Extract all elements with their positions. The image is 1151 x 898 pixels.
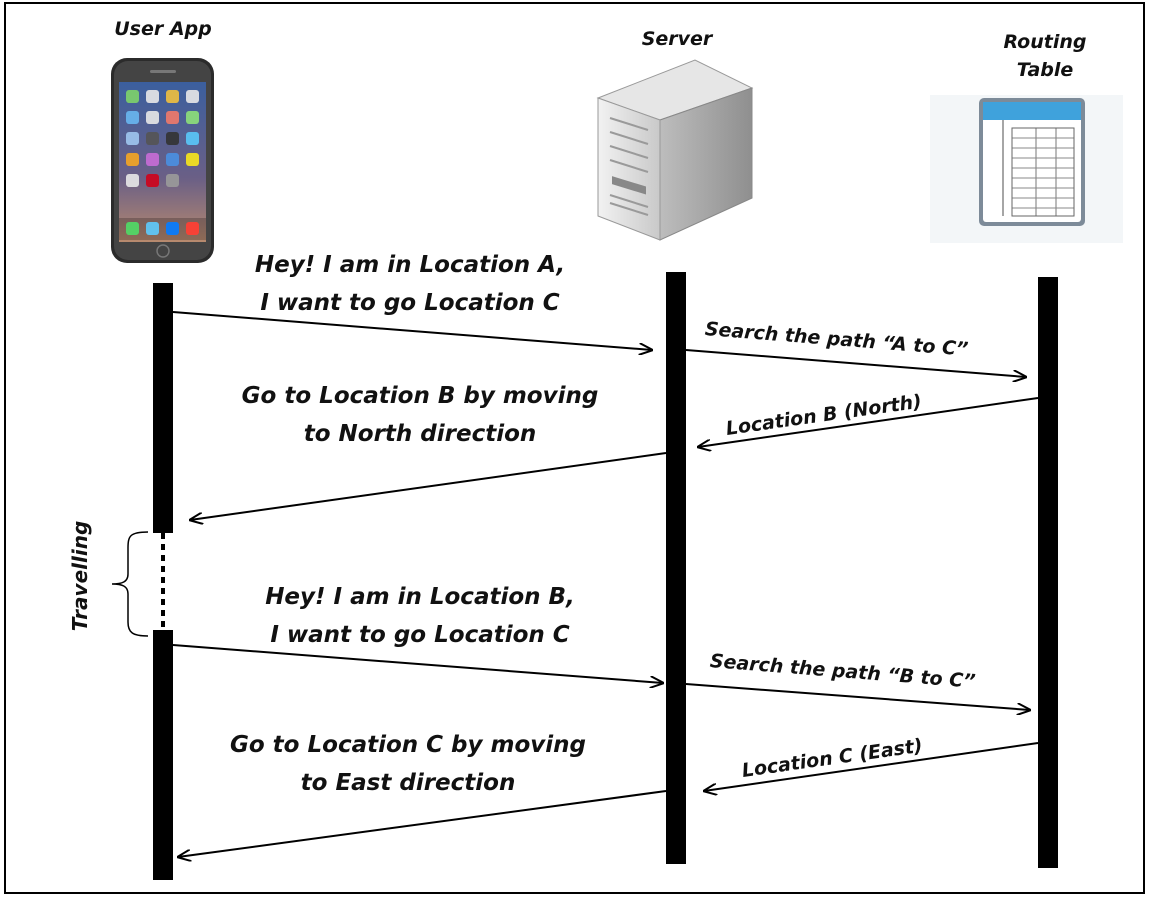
message-request-1-line2: I want to go Location C: [260, 290, 560, 316]
travelling-label: Travelling: [68, 520, 92, 632]
server-icon: [596, 59, 754, 241]
arrow-reply-table-2: [704, 742, 1039, 791]
travelling-brace: [111, 531, 149, 637]
message-request-2-line1: Hey! I am in Location B,: [265, 584, 575, 610]
arrow-request-2: [172, 644, 663, 683]
table-icon: [930, 95, 1123, 243]
routing-label-line1: Routing: [1003, 31, 1087, 53]
lifeline-server: [666, 272, 686, 864]
arrow-reply-user-2: [178, 790, 667, 857]
message-reply-user-1: Go to Location B by moving to North dire…: [210, 377, 630, 453]
lifeline-user-app-2: [153, 630, 173, 880]
arrow-search-2: [685, 683, 1030, 710]
arrow-request-1: [172, 311, 652, 350]
arrow-reply-table-1: [698, 397, 1039, 447]
message-request-2: Hey! I am in Location B, I want to go Lo…: [210, 578, 630, 654]
actor-user-app-label: User App: [114, 18, 212, 40]
message-request-2-line2: I want to go Location C: [270, 622, 570, 648]
message-request-1-line1: Hey! I am in Location A,: [254, 252, 566, 278]
actor-server-label: Server: [641, 28, 713, 50]
lifeline-routing-table: [1038, 277, 1058, 868]
message-reply-user-2-line1: Go to Location C by moving: [230, 732, 586, 758]
smartphone-icon: [111, 58, 214, 263]
actor-routing-table-label: Routing Table: [975, 28, 1115, 84]
message-reply-user-1-line1: Go to Location B by moving: [241, 383, 599, 409]
message-reply-user-2: Go to Location C by moving to East direc…: [198, 726, 618, 802]
arrow-search-1: [685, 349, 1026, 377]
message-reply-user-1-line2: to North direction: [303, 421, 537, 447]
routing-label-line2: Table: [1016, 59, 1074, 81]
message-reply-user-2-line2: to East direction: [300, 770, 516, 796]
arrow-reply-user-1: [190, 452, 667, 520]
lifeline-user-app-1: [153, 283, 173, 533]
message-request-1: Hey! I am in Location A, I want to go Lo…: [200, 246, 620, 322]
